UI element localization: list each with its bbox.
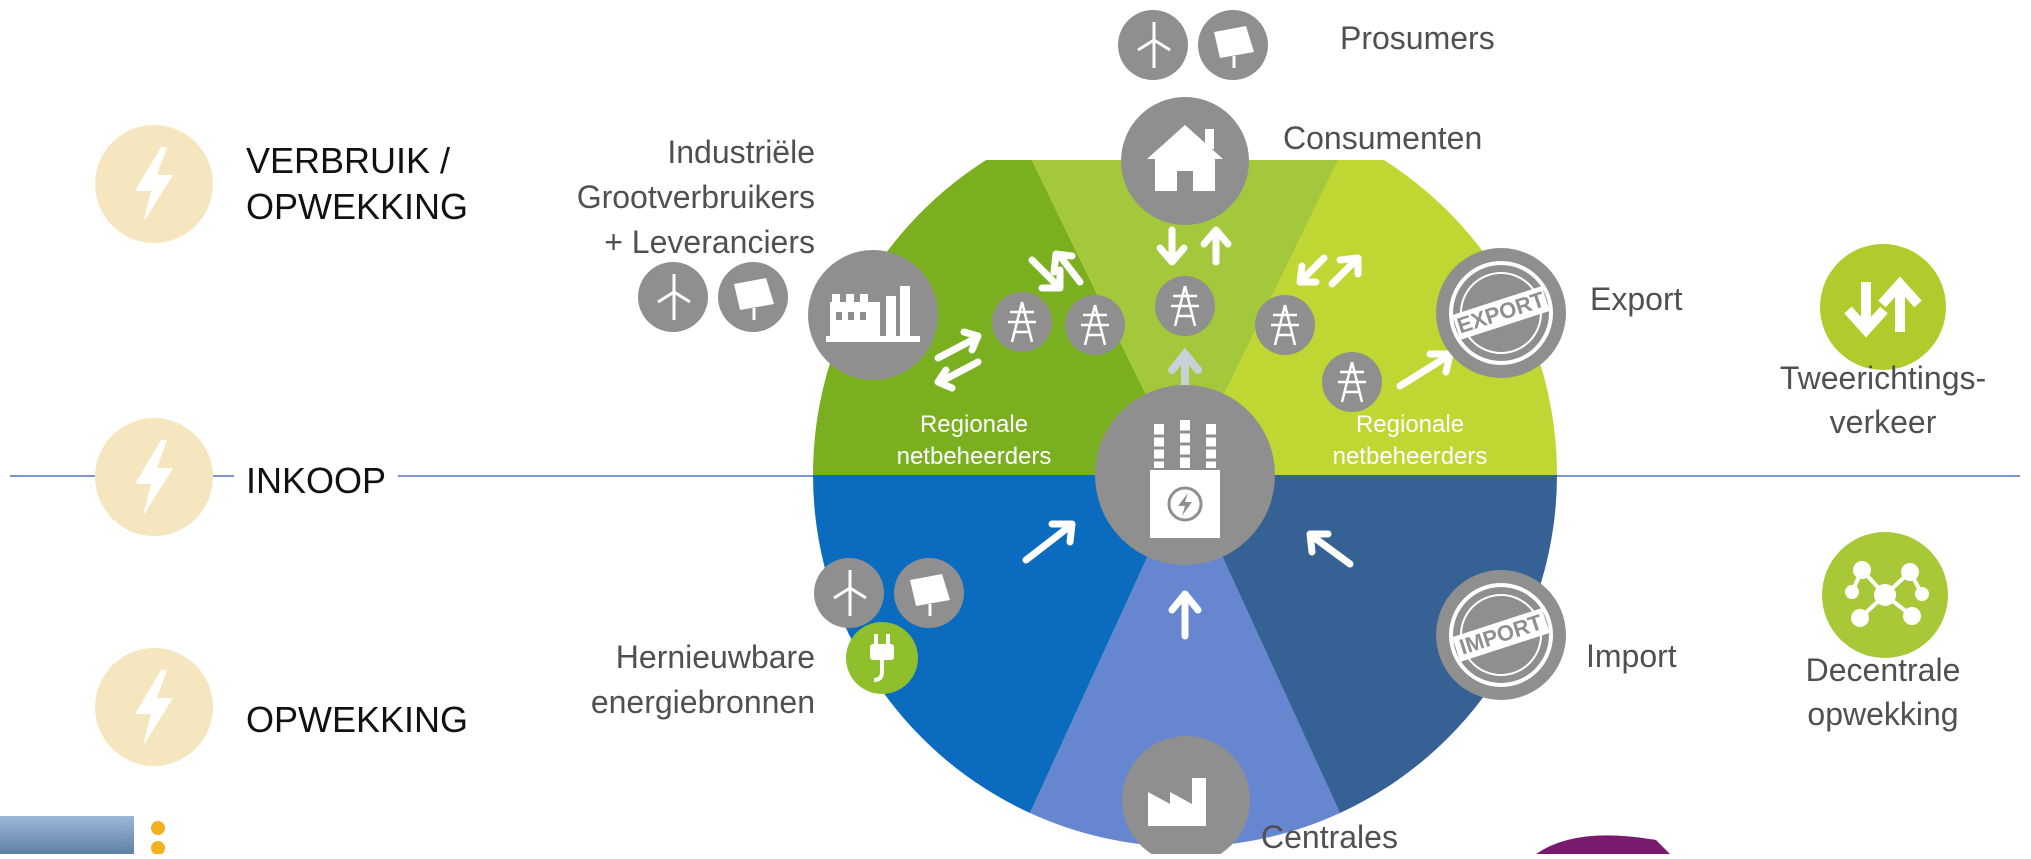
solar-panel-icon [718, 262, 788, 332]
label-import: Import [1586, 638, 1677, 674]
arrow-industrial-up [1050, 250, 1084, 286]
solar-panel-icon [894, 558, 964, 628]
arrow-export [1396, 350, 1454, 390]
label-industrial-1: Industriële [667, 134, 815, 170]
power-pylon-icon [1322, 352, 1382, 412]
label-export: Export [1590, 281, 1683, 317]
legend-two-way-1: Tweerichtings- [1779, 360, 1987, 396]
label-consumenten: Consumenten [1283, 120, 1483, 156]
plug-icon [846, 622, 918, 694]
regional-label-left-2: netbeheerders [897, 443, 1052, 470]
regional-label-right-2: netbeheerders [1333, 443, 1488, 470]
legend-decentral-1: Decentrale [1805, 652, 1961, 688]
arrow-factory-right [934, 328, 982, 362]
wind-turbine-icon [814, 558, 884, 628]
bottom-left-photo-logo [0, 816, 136, 854]
bottom-left-dots-logo [150, 820, 166, 855]
factory-icon [808, 250, 938, 380]
regional-label-right-1: Regionale [1356, 411, 1464, 438]
wind-turbine-icon [638, 262, 708, 332]
category-label-bottom: OPWEKKING [246, 699, 469, 740]
label-renewable-1: Hernieuwbare [615, 639, 815, 675]
category-label-middle: INKOOP [234, 458, 399, 504]
power-plant-icon [1122, 736, 1250, 859]
arrow-central-up [1168, 590, 1202, 640]
power-pylon-icon [1155, 276, 1215, 336]
import-stamp-icon: IMPORT [1436, 570, 1566, 700]
energy-wheel: Regionale netbeheerders Regionale netbeh… [812, 160, 1558, 847]
label-centrales: Centrales [1261, 819, 1398, 855]
arrow-import-in [1306, 530, 1354, 568]
arrow-right-down [1296, 254, 1328, 286]
solar-panel-icon [1198, 10, 1268, 80]
lightning-icon-top [95, 125, 213, 243]
arrow-renewable-in [1022, 520, 1076, 564]
arrow-factory-left [934, 358, 982, 392]
bottom-right-purple-logo [1536, 826, 1670, 854]
decentral-network-icon [1822, 532, 1948, 658]
house-icon [1121, 97, 1249, 225]
label-industrial-3: + Leveranciers [604, 224, 815, 260]
label-renewable-2: energiebronnen [590, 684, 815, 720]
lightning-icon-bottom [95, 648, 213, 766]
transformer-icon [1095, 385, 1275, 565]
power-pylon-icon [1065, 295, 1125, 355]
sector-blue-light [1030, 475, 1340, 847]
legend-two-way-2: verkeer [1829, 404, 1937, 440]
arrow-right-up [1328, 254, 1362, 288]
two-way-traffic-icon [1820, 244, 1946, 370]
arrow-consumenten-up [1200, 226, 1232, 266]
lightning-icon-middle [95, 418, 213, 536]
power-pylon-icon [1255, 295, 1315, 355]
regional-label-left-1: Regionale [920, 411, 1028, 438]
arrow-consumenten-down [1156, 226, 1188, 266]
category-label-top-1: VERBRUIK / [246, 140, 451, 181]
legend-decentral-2: opwekking [1807, 696, 1959, 732]
category-label-top-2: OPWEKKING [246, 186, 469, 227]
wind-turbine-icon [1118, 10, 1188, 80]
sector-blue-dark [813, 475, 1185, 813]
arrow-industrial-down [1028, 256, 1064, 292]
label-industrial-2: Grootverbruikers [576, 179, 815, 215]
export-stamp-icon: EXPORT [1436, 248, 1566, 378]
sector-blue-slate [1185, 475, 1557, 813]
sector-green-light [1185, 160, 1558, 475]
power-pylon-icon [992, 292, 1052, 352]
label-prosumers: Prosumers [1340, 20, 1495, 56]
